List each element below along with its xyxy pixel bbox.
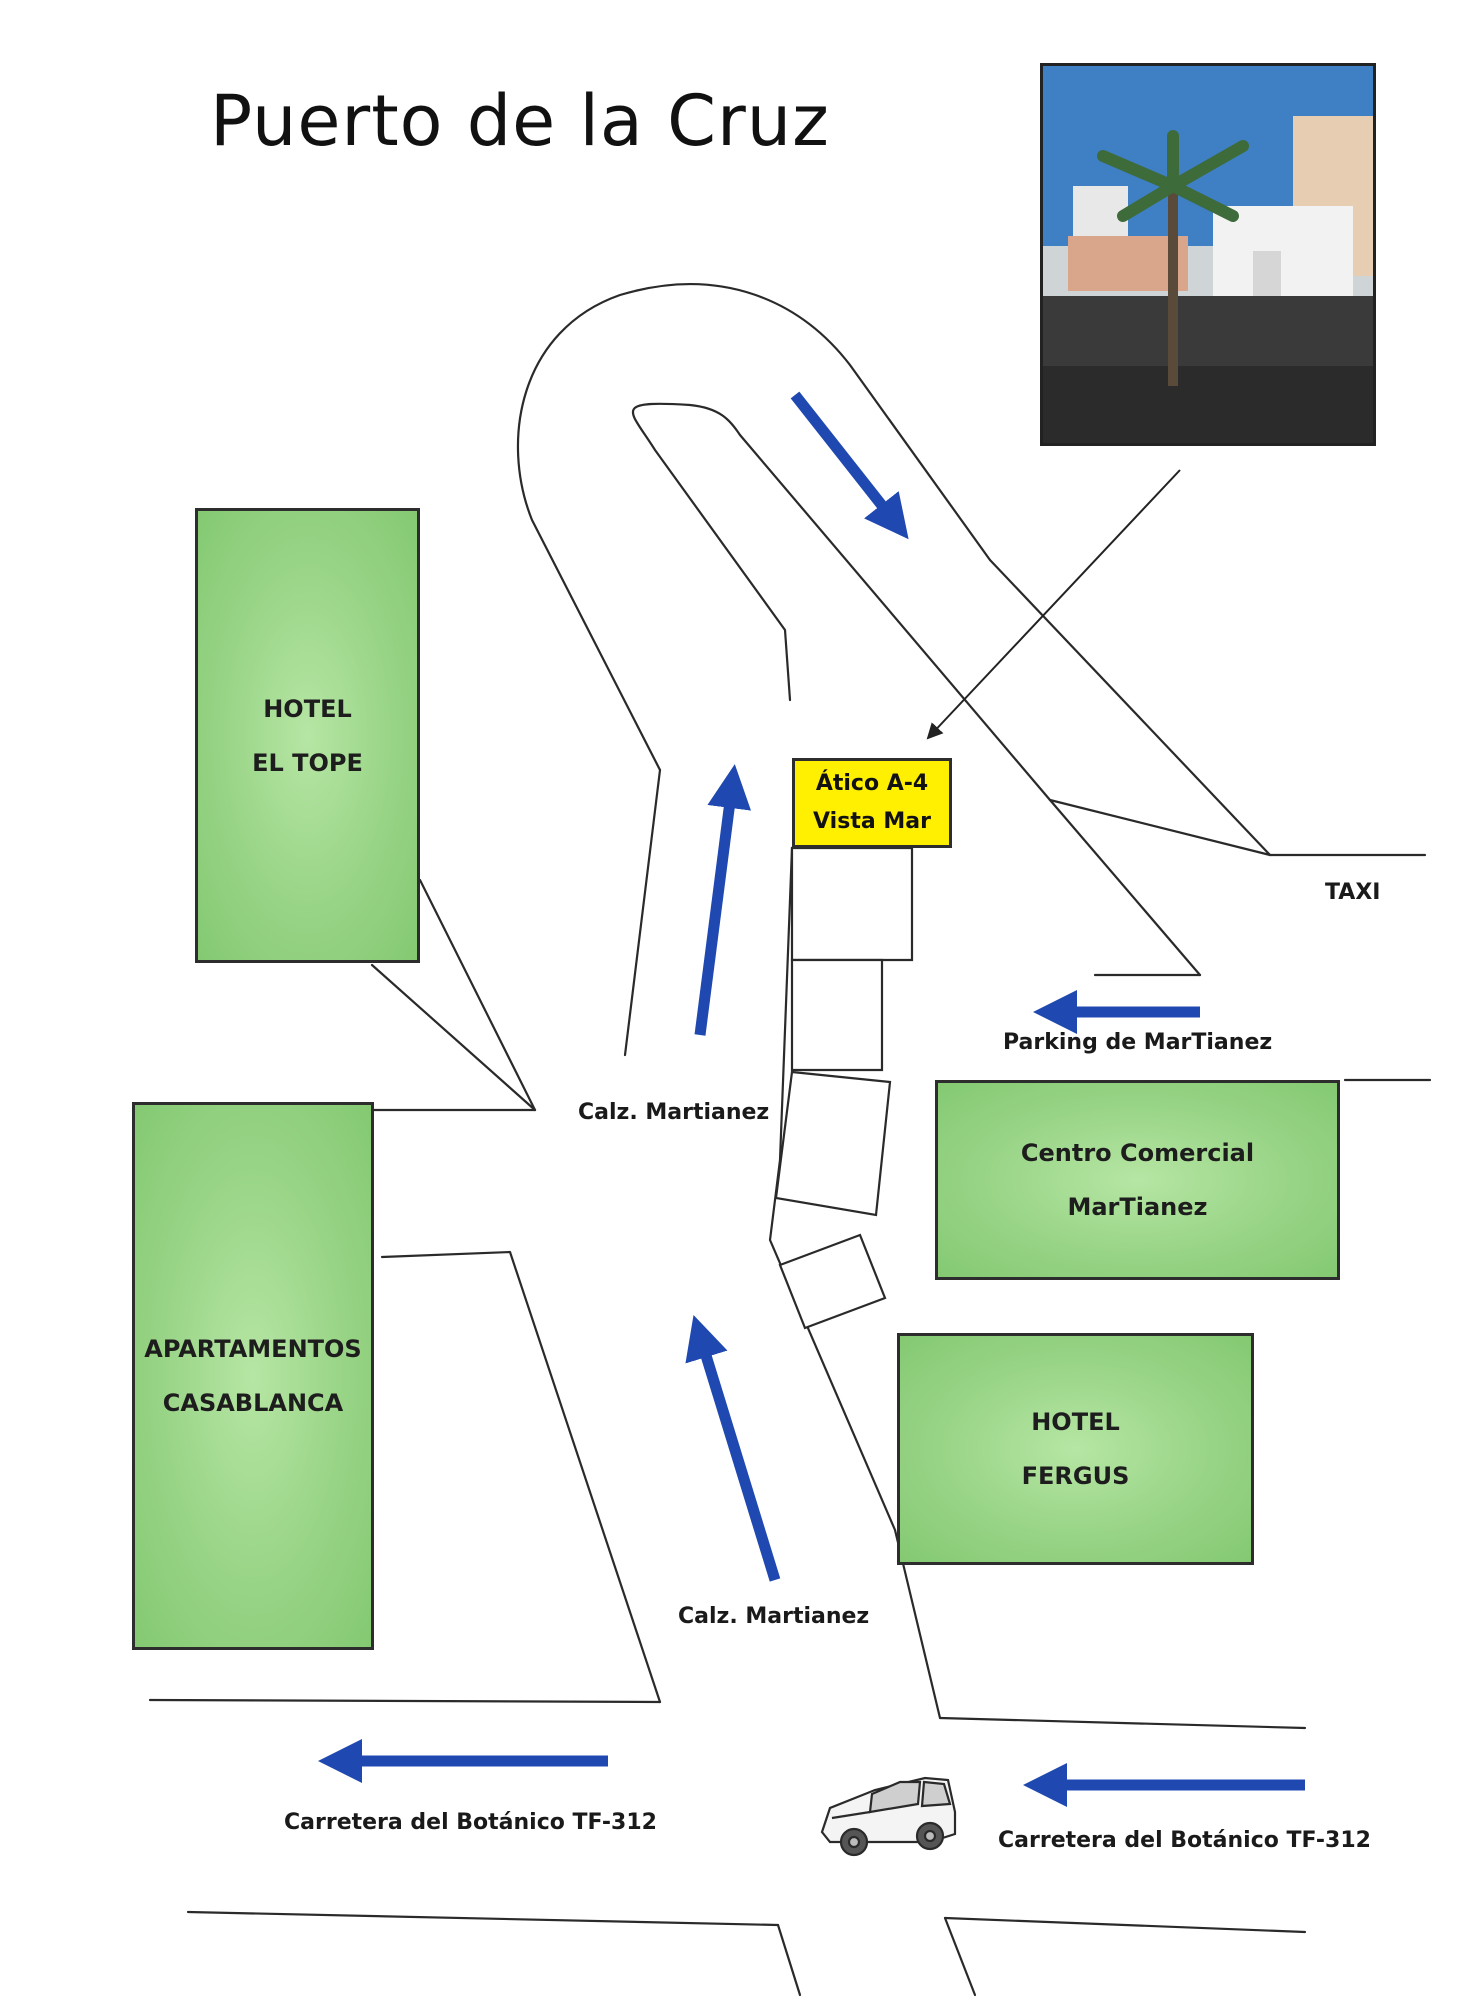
road-uturn-inner xyxy=(631,402,1202,977)
direction-arrows xyxy=(318,391,1305,1807)
hotel-fergus-line1: HOTEL xyxy=(1031,1408,1120,1436)
building-block-2 xyxy=(790,958,884,1072)
centro-comercial-block: Centro Comercial MarTianez xyxy=(935,1080,1340,1280)
taxi-label: TAXI xyxy=(1325,880,1381,905)
road-tf312-top-left xyxy=(148,1698,662,1704)
destination-line1: Ático A-4 xyxy=(815,771,929,796)
tf312-left-label: Carretera del Botánico TF-312 xyxy=(284,1810,657,1835)
road-tf312-bottom-right xyxy=(943,1916,1307,1934)
centro-comercial-line2: MarTianez xyxy=(1067,1193,1208,1221)
road-outlines xyxy=(148,283,1432,1997)
road-calz-right xyxy=(768,846,942,1720)
hotel-el-tope-line1: HOTEL xyxy=(263,694,352,723)
road-bottom-exit-right xyxy=(943,1916,977,1997)
apartamentos-casablanca-line2: CASABLANCA xyxy=(162,1389,344,1417)
road-tf312-bottom-left xyxy=(186,1910,780,1927)
small-buildings xyxy=(774,846,914,1330)
parking-label: Parking de MarTianez xyxy=(1003,1030,1273,1055)
hotel-fergus-line2: FERGUS xyxy=(1021,1462,1130,1490)
arrow-calz-up-lower xyxy=(685,1314,781,1582)
apartamentos-casablanca-line1: APARTAMENTOS xyxy=(144,1335,362,1363)
road-eltope-diag xyxy=(370,963,537,1112)
road-uturn-outer xyxy=(516,283,1272,857)
centro-comercial-line1: Centro Comercial xyxy=(1020,1139,1255,1167)
map-title: Puerto de la Cruz xyxy=(210,80,830,162)
location-photo xyxy=(1040,63,1376,446)
hotel-el-tope-line2: EL TOPE xyxy=(252,748,363,777)
destination-marker: Ático A-4 Vista Mar xyxy=(792,758,952,848)
road-tf312-top-right xyxy=(938,1716,1307,1730)
road-right-branch xyxy=(1048,798,1272,857)
street-photo-icon xyxy=(1043,66,1373,443)
calz-martianez-lower-label: Calz. Martianez xyxy=(678,1604,870,1629)
arrow-calz-up-upper xyxy=(694,764,752,1036)
building-block-1 xyxy=(790,846,914,962)
photo-pointer-arrow xyxy=(926,469,1181,740)
hotel-el-tope-block: HOTEL EL TOPE xyxy=(195,508,420,963)
building-block-4 xyxy=(778,1233,887,1330)
pointer-line xyxy=(926,469,1181,740)
apartamentos-casablanca-block: APARTAMENTOS CASABLANCA xyxy=(132,1102,374,1650)
calz-martianez-upper-label: Calz. Martianez xyxy=(578,1100,770,1125)
building-block-3 xyxy=(774,1070,892,1217)
hotel-fergus-block: HOTEL FERGUS xyxy=(897,1333,1254,1565)
road-calz-left-upper xyxy=(623,768,662,1057)
car-icon xyxy=(820,1776,957,1857)
road-bottom-exit-left xyxy=(776,1923,802,1997)
tf312-right-label: Carretera del Botánico TF-312 xyxy=(998,1828,1371,1853)
arrow-uturn-down xyxy=(790,391,909,540)
destination-line2: Vista Mar xyxy=(813,809,931,834)
road-calz-left-lower xyxy=(380,1250,662,1704)
